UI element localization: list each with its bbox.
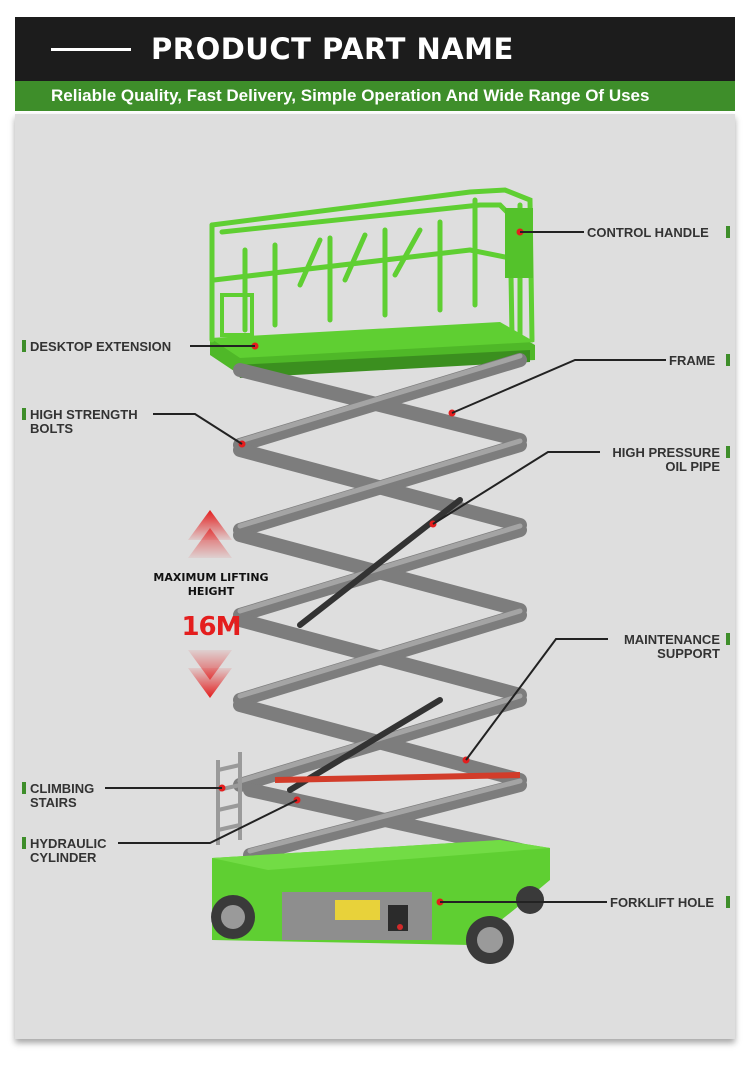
- label-hydraulic-line1: HYDRAULIC: [30, 836, 107, 851]
- header-rule: [51, 48, 131, 51]
- lifting-height-title-line1: MAXIMUM LIFTING: [153, 571, 269, 584]
- label-oil-pipe-line1: HIGH PRESSURE: [612, 445, 720, 460]
- label-marker: [726, 896, 730, 908]
- label-bolts-line2: BOLTS: [30, 421, 74, 436]
- platform: [209, 187, 535, 378]
- lifting-height-title-line2: HEIGHT: [187, 585, 235, 598]
- label-forklift-hole: FORKLIFT HOLE: [610, 895, 714, 910]
- label-marker: [726, 354, 730, 366]
- label-oil-pipe-line2: OIL PIPE: [665, 459, 720, 474]
- label-marker: [22, 340, 26, 352]
- wheels: [211, 886, 544, 964]
- label-marker: [22, 837, 26, 849]
- label-maintenance-line2: SUPPORT: [657, 646, 720, 661]
- header-bar: PRODUCT PART NAME: [15, 17, 735, 81]
- label-bolts-line1: HIGH STRENGTH: [30, 407, 138, 422]
- page-title: PRODUCT PART NAME: [151, 32, 514, 66]
- page-subtitle: Reliable Quality, Fast Delivery, Simple …: [51, 86, 650, 105]
- lifting-height-value: 16M: [181, 612, 241, 642]
- lifting-arrows: [188, 510, 232, 698]
- label-control-handle: CONTROL HANDLE: [587, 225, 709, 240]
- maintenance-support-bar: [274, 772, 521, 783]
- label-marker: [22, 782, 26, 794]
- label-maintenance-line1: MAINTENANCE: [623, 632, 720, 647]
- scissor-arms: [233, 353, 527, 862]
- label-frame: FRAME: [669, 353, 716, 368]
- subtitle-bar: Reliable Quality, Fast Delivery, Simple …: [15, 81, 735, 111]
- label-marker: [726, 226, 730, 238]
- label-climbing-line1: CLIMBING: [30, 781, 95, 796]
- label-marker: [726, 446, 730, 458]
- label-climbing-line2: STAIRS: [30, 795, 77, 810]
- label-marker: [22, 408, 26, 420]
- lifting-height-title: MAXIMUM LIFTING HEIGHT: [150, 571, 272, 599]
- label-desktop-extension: DESKTOP EXTENSION: [30, 339, 172, 354]
- climbing-stairs: [216, 752, 242, 845]
- chassis: [212, 840, 550, 945]
- label-hydraulic-line2: CYLINDER: [30, 850, 97, 865]
- leader-lines: [105, 231, 666, 903]
- label-marker: [726, 633, 730, 645]
